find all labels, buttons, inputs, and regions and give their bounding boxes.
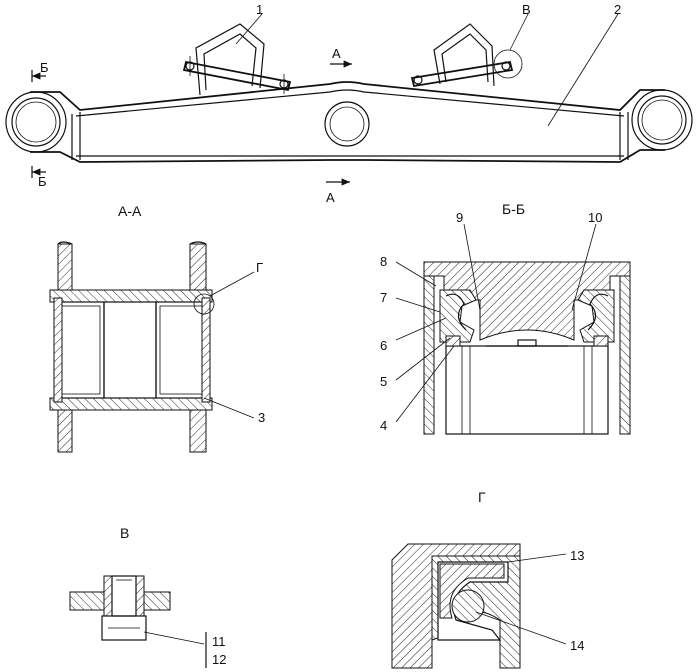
callout-8: 8: [380, 254, 387, 269]
callout-7: 7: [380, 290, 387, 305]
detail-v: В 11 12: [69, 525, 226, 668]
title-section-aa: А-А: [118, 203, 142, 219]
section-mark-b-bottom: Б: [38, 174, 47, 189]
callout-10: 10: [588, 210, 602, 225]
detail-mark-v: В: [522, 2, 531, 17]
left-bracket: [182, 23, 292, 96]
section-aa: А-А Г 3: [49, 203, 265, 453]
callout-1: 1: [256, 2, 263, 17]
callout-14: 14: [570, 638, 584, 653]
title-detail-v: В: [120, 525, 129, 541]
callout-2: 2: [614, 2, 621, 17]
title-detail-g: Г: [478, 489, 486, 505]
detail-mark-g: Г: [256, 260, 263, 275]
callout-13: 13: [570, 548, 584, 563]
callout-9: 9: [456, 210, 463, 225]
detail-g: Г 13 14: [391, 489, 584, 669]
section-mark-a-bottom: А: [326, 190, 335, 205]
title-section-bb: Б-Б: [502, 201, 525, 217]
main-view-beam: А А Б Б 1 2 В: [5, 2, 693, 205]
callout-5: 5: [380, 374, 387, 389]
section-mark-b-top: Б: [40, 60, 49, 75]
callout-4: 4: [380, 418, 387, 433]
section-bb: Б-Б 8 7 6 5 4 9 10: [380, 201, 631, 435]
callout-3: 3: [258, 410, 265, 425]
callout-11: 11: [212, 634, 226, 649]
section-mark-a-top: А: [332, 46, 341, 61]
callout-6: 6: [380, 338, 387, 353]
right-bracket: [410, 23, 523, 88]
callout-12: 12: [212, 652, 226, 667]
